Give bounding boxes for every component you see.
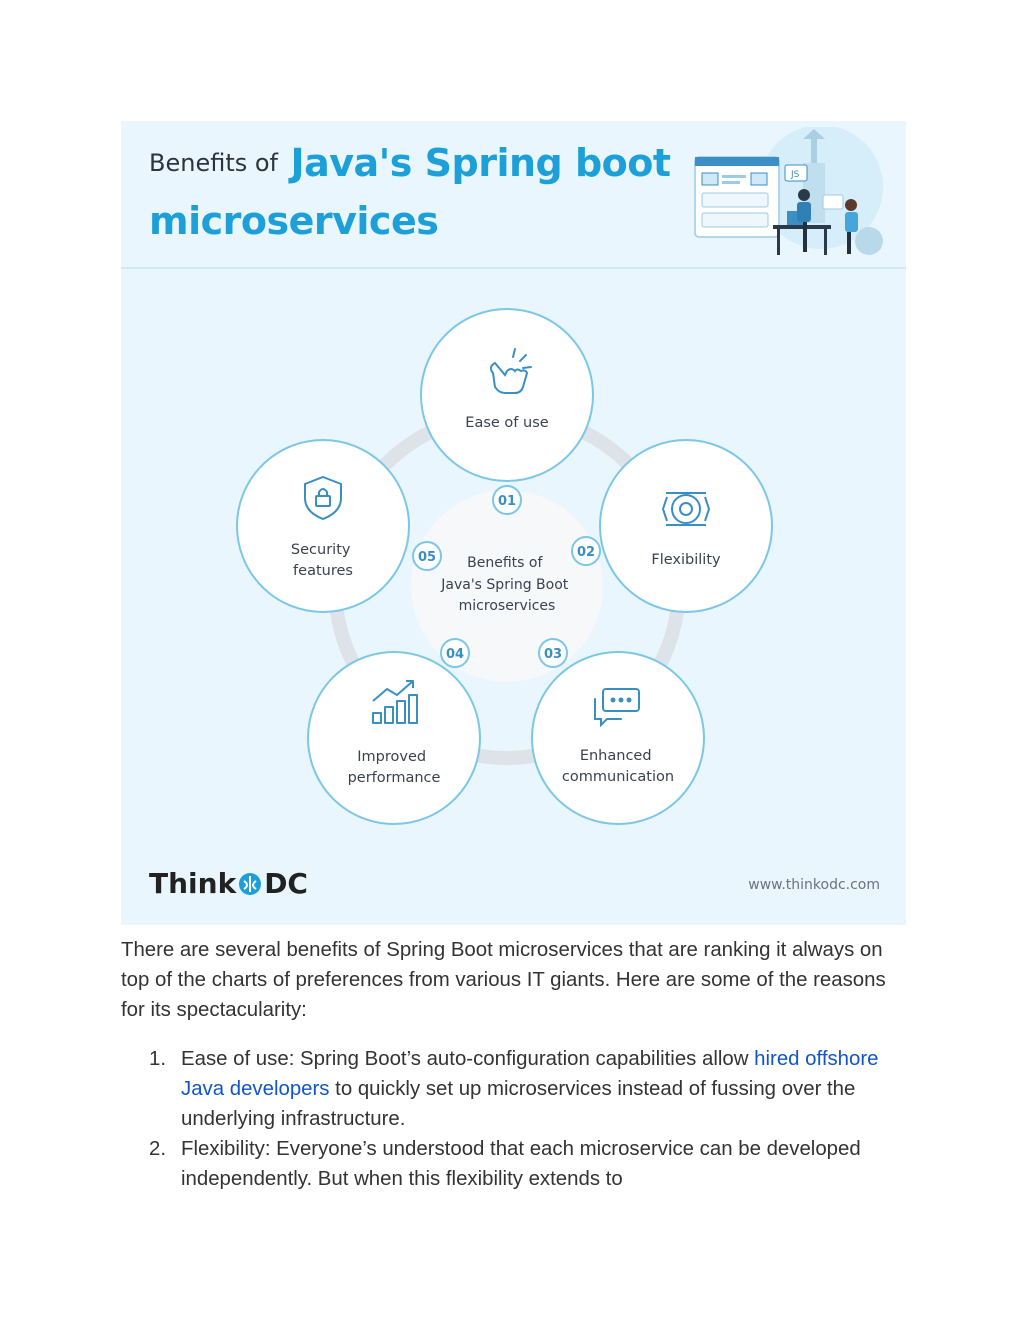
center-label-line2: Java's Spring Boot [440,577,569,593]
growth-chart-icon [372,680,418,724]
center-circle [411,490,603,682]
intro-paragraph: There are several benefits of Spring Boo… [121,939,886,1021]
site-url: www.thinkodc.com [748,877,880,893]
badge-02: 02 [571,536,601,566]
header-divider [121,267,906,269]
list-text-after-link: to quickly set up microservices instead … [181,1078,856,1130]
badge-04: 04 [440,638,470,668]
svg-text:02: 02 [577,545,595,560]
benefit-node-02: Flexibility [599,439,773,613]
infographic: Benefits of Java's Spring boot microserv… [121,121,906,925]
list-text: Flexibility: Everyone’s understood that … [181,1138,861,1190]
benefit-node-03: Enhanced communication [531,651,705,825]
list-number: 1. [149,1048,167,1070]
benefit-label-02: Flexibility [651,552,721,568]
badge-03: 03 [538,638,568,668]
infographic-title-line2: microservices [149,199,439,243]
thinkodc-logo: Think DC [149,867,308,900]
list-item: 2. Flexibility: Everyone’s understood th… [121,1134,901,1194]
svg-text:04: 04 [446,647,464,662]
benefits-list: 1. Ease of use: Spring Boot’s auto-confi… [121,1044,901,1194]
benefit-node-05: Security features [236,439,410,613]
center-label-line1: Benefits of [467,555,543,571]
logo-mark-icon [239,872,262,895]
list-text: Ease of use: Spring Boot’s auto-configur… [181,1048,755,1070]
hired-java-developers-link[interactable]: hired offshore Java developers [181,1048,879,1100]
badge-01: 01 [492,485,522,515]
benefit-label-05: Security features [291,542,355,579]
benefit-label-04: Improved performance [348,749,441,786]
logo-text-right: DC [264,867,308,900]
benefit-label-03: Enhanced communication [562,748,674,785]
center-label: Benefits of Java's Spring Boot microserv… [440,555,572,614]
benefit-node-01: Ease of use [420,308,594,482]
title-main: Java's Spring boot [290,141,671,185]
badge-05: 05 [412,541,442,571]
benefit-label-01: Ease of use [465,415,548,431]
infographic-title-line1: Benefits of Java's Spring boot [149,141,671,185]
js-badge: JS [790,170,800,180]
title-prefix: Benefits of [149,149,278,177]
center-label-line3: microservices [459,598,556,614]
list-item: 1. Ease of use: Spring Boot’s auto-confi… [121,1044,901,1134]
developers-illustration: JS [694,127,883,255]
svg-text:05: 05 [418,550,436,565]
list-number: 2. [149,1138,167,1160]
tap-hand-icon [489,348,532,394]
benefit-node-04: Improved performance [307,651,481,825]
benefits-diagram: Benefits of Java's Spring Boot microserv… [236,308,773,825]
shield-lock-icon [304,475,342,521]
logo-text-left: Think [149,867,237,900]
gear-cycle-icon [661,492,711,526]
svg-text:03: 03 [544,647,562,662]
chat-bubbles-icon [594,688,640,728]
svg-text:01: 01 [498,494,516,509]
